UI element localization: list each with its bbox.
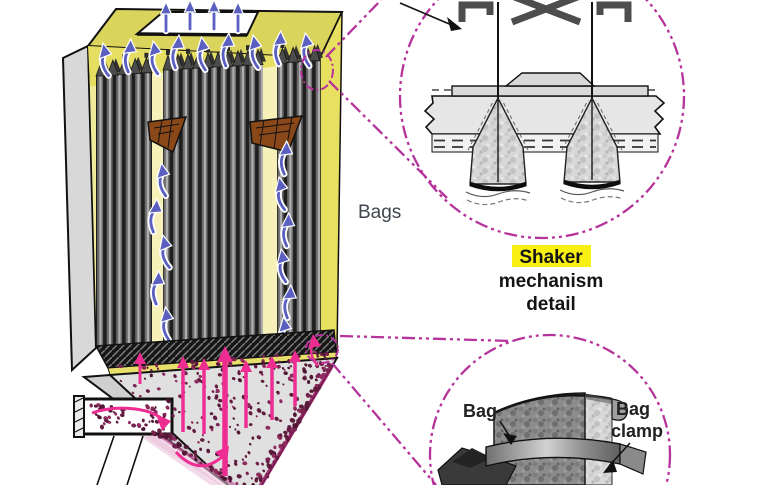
- callout-circle-shaker: [398, 0, 686, 240]
- callout-source-top: [300, 49, 334, 91]
- shaker-highlight: [512, 245, 591, 267]
- bag-clamp-label-line1: Bag: [616, 399, 650, 419]
- bags-label: Bags: [358, 202, 401, 223]
- callout-line: [339, 334, 513, 343]
- fabric-fold: [437, 447, 517, 485]
- dirty-air-arrows: [91, 334, 321, 476]
- tube-sheet-beam: [423, 95, 666, 135]
- duct-pointer-line: [96, 435, 115, 485]
- bag-label: Bag: [463, 401, 497, 421]
- bag-clamp-label-arrow: [603, 442, 631, 473]
- callout-line: [328, 80, 448, 199]
- callout-geometry: [300, 0, 686, 485]
- shaker-linkage: [458, 0, 632, 26]
- outlet-rim: [136, 32, 248, 37]
- bag-label-arrow: [499, 420, 517, 445]
- callout-line: [325, 0, 382, 58]
- shaker-bag-left: [465, 96, 531, 206]
- shaker-label: Shaker: [519, 247, 583, 268]
- shaker-label-line3: detail: [526, 294, 576, 315]
- beam-pointer-arrow: [399, 2, 462, 31]
- duct-pointer-line: [126, 435, 144, 485]
- bag-clamp-detail: [437, 392, 647, 485]
- callout-circle-clamp: [428, 333, 672, 485]
- shaker-label-line2: mechanism: [499, 271, 604, 292]
- callout-line: [331, 362, 437, 485]
- callout-source-bottom: [305, 334, 339, 364]
- bag-clamp-label-line2: clamp: [611, 421, 663, 441]
- walkway-left: [147, 116, 188, 154]
- filter-bags: [95, 41, 323, 348]
- labels: Bags Shaker mechanism detail Bag Bag cla…: [358, 202, 663, 441]
- shaker-mechanism-detail: [399, 0, 666, 206]
- bag-peel-curl: [611, 398, 629, 421]
- right-wall: [319, 11, 343, 354]
- shaker-bag-right: [559, 96, 625, 204]
